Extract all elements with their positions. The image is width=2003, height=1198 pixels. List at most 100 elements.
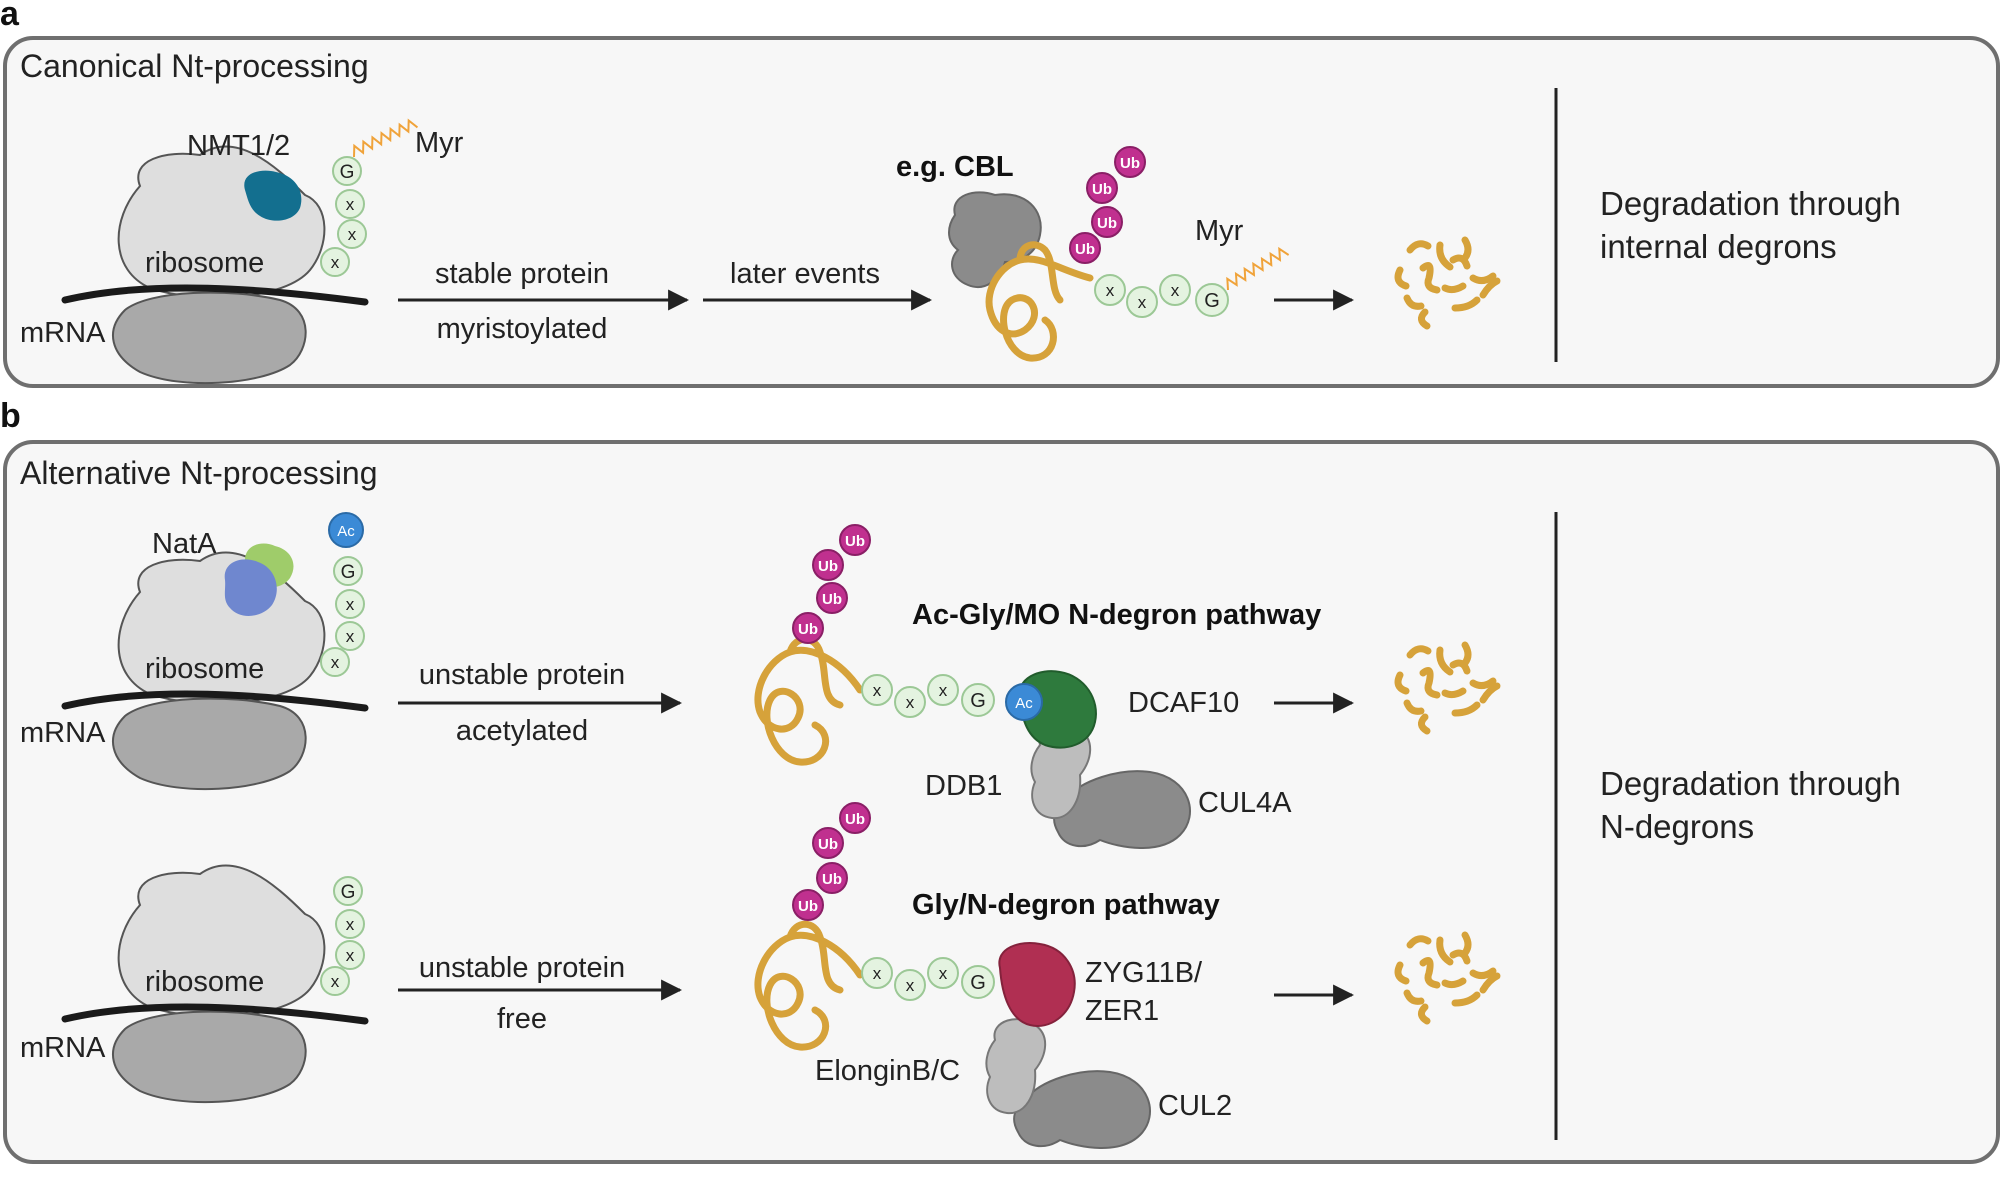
panel-b-title: Alternative Nt-processing	[20, 455, 377, 491]
ac-gly-complex: Ac-Gly/MO N-degron pathway Ub Ub Ub Ub x…	[754, 524, 1321, 849]
residue-label: x	[906, 693, 915, 712]
nascent-chain-b1: x x x G Ac	[320, 512, 365, 677]
arrow-label-free: free	[497, 1003, 547, 1035]
ub-bead	[1114, 146, 1146, 178]
residue-label: x	[346, 595, 355, 614]
ub-label: Ub	[1092, 181, 1112, 198]
ub-label: Ub	[818, 836, 838, 853]
residue-bead	[335, 940, 365, 970]
ub-label: Ub	[818, 558, 838, 575]
outcome-b-line2: N-degrons	[1600, 808, 1754, 845]
residue-label: G	[1204, 290, 1220, 312]
ub-bead	[839, 524, 871, 556]
residue-label: G	[341, 562, 356, 583]
residue-bead	[333, 556, 363, 586]
residue-label: x	[331, 253, 340, 272]
residue-bead	[337, 219, 367, 249]
ribosome-small-subunit	[112, 697, 307, 791]
dcaf10-label: DCAF10	[1128, 687, 1239, 719]
residue-label: x	[1106, 281, 1115, 300]
residue-label: x	[873, 681, 882, 700]
ub-bead	[1091, 206, 1123, 238]
zyg11b-label-line2: ZER1	[1085, 995, 1159, 1027]
arrow-label-acetylated: acetylated	[456, 715, 588, 747]
residue-bead	[1094, 274, 1126, 306]
residue-bead	[961, 683, 995, 717]
ub-label: Ub	[822, 871, 842, 888]
myristoyl-chain-icon	[1226, 246, 1290, 291]
residue-label: x	[906, 976, 915, 995]
residue-label: G	[970, 690, 986, 712]
ub-bead	[792, 889, 824, 921]
ub-bead	[792, 612, 824, 644]
residue-bead	[332, 156, 362, 186]
panel-a-letter: a	[0, 0, 20, 33]
residue-label: x	[346, 627, 355, 646]
residue-label: G	[340, 162, 355, 183]
ub-label: Ub	[798, 621, 818, 638]
residue-bead	[335, 909, 365, 939]
residue-bead	[927, 674, 959, 706]
residue-bead	[335, 589, 365, 619]
ub-label: Ub	[1120, 155, 1140, 172]
residue-bead	[333, 876, 363, 906]
residue-label: x	[1138, 293, 1147, 312]
ub-bead	[812, 827, 844, 859]
ub-bead	[1069, 232, 1101, 264]
ribosome-group-a: NMT1/2 ribosome mRNA x x x G Myr	[20, 118, 464, 385]
outcome-b-line1: Degradation through	[1600, 765, 1901, 802]
residue-bead	[320, 247, 350, 277]
cul4a-label: CUL4A	[1198, 787, 1292, 819]
nmt-label: NMT1/2	[187, 130, 290, 162]
outcome-a-line1: Degradation through	[1600, 185, 1901, 222]
residue-label: x	[346, 195, 355, 214]
substrate-protein-icon	[754, 635, 864, 766]
arrow-label-myristoylated: myristoylated	[437, 313, 608, 345]
mrna-label: mRNA	[20, 717, 106, 749]
ub-label: Ub	[845, 811, 865, 828]
residue-bead	[961, 965, 995, 999]
residue-bead	[861, 957, 893, 989]
ub-bead	[839, 802, 871, 834]
substrate-protein-icon	[985, 241, 1094, 362]
pathway1-title: Ac-Gly/MO N-degron pathway	[912, 599, 1321, 631]
elongin-label: ElonginB/C	[815, 1055, 960, 1087]
residue-bead	[320, 966, 350, 996]
zyg11b-label-line1: ZYG11B/	[1085, 957, 1203, 989]
ribosome-label: ribosome	[145, 966, 264, 998]
arrow-label-later-events: later events	[730, 258, 880, 290]
ub-label: Ub	[1075, 241, 1095, 258]
mrna-label: mRNA	[20, 317, 106, 349]
residue-label: G	[341, 882, 356, 903]
residue-label: x	[1171, 281, 1180, 300]
mrna-label: mRNA	[20, 1032, 106, 1064]
zyg11b-icon	[998, 942, 1076, 1027]
residue-label: x	[873, 964, 882, 983]
acetyl-group-icon	[1005, 683, 1043, 721]
myristoyl-chain-icon	[353, 118, 419, 158]
ribosome-large-subunit	[117, 864, 326, 1018]
myr-label: Myr	[1195, 215, 1244, 247]
nata-subunit-blue-icon	[224, 559, 277, 616]
arrow-label-stable-protein: stable protein	[435, 258, 609, 290]
ac-label: Ac	[337, 523, 355, 540]
residue-bead	[927, 957, 959, 989]
ub-bead	[816, 582, 848, 614]
residue-bead	[1126, 286, 1158, 318]
panel-a-title: Canonical Nt-processing	[20, 48, 369, 84]
residue-bead	[894, 686, 926, 718]
residue-label: x	[346, 946, 355, 965]
arrow-label-unstable-1: unstable protein	[419, 659, 625, 691]
ub-label: Ub	[822, 591, 842, 608]
ub-bead	[1086, 172, 1118, 204]
ub-label: Ub	[1097, 215, 1117, 232]
ub-bead	[812, 549, 844, 581]
residue-label: x	[348, 225, 357, 244]
ribosome-small-subunit	[112, 291, 307, 385]
cul4a-icon	[1053, 770, 1191, 849]
ub-label: Ub	[845, 533, 865, 550]
substrate-protein-icon	[754, 920, 864, 1051]
residue-bead	[1159, 274, 1191, 306]
nmt-enzyme-icon	[244, 170, 302, 221]
residue-label: x	[939, 964, 948, 983]
